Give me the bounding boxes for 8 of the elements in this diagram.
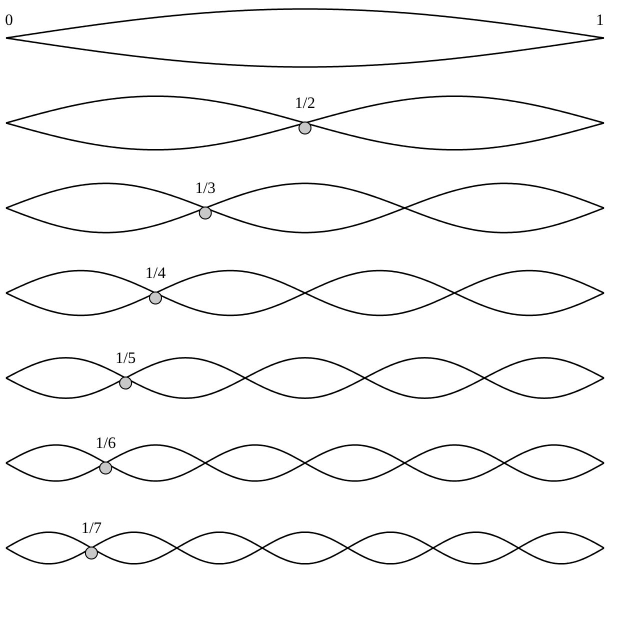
- fraction-label: 1/7: [81, 520, 102, 538]
- fraction-label: 1/2: [294, 95, 316, 113]
- fraction-label: 1/6: [95, 435, 116, 453]
- fraction-label: 1/5: [115, 350, 136, 368]
- fraction-label: 1/3: [195, 180, 216, 198]
- endpoint-label: 0: [5, 12, 13, 30]
- fraction-label: 1/4: [145, 265, 166, 283]
- endpoint-label: 1: [596, 12, 604, 30]
